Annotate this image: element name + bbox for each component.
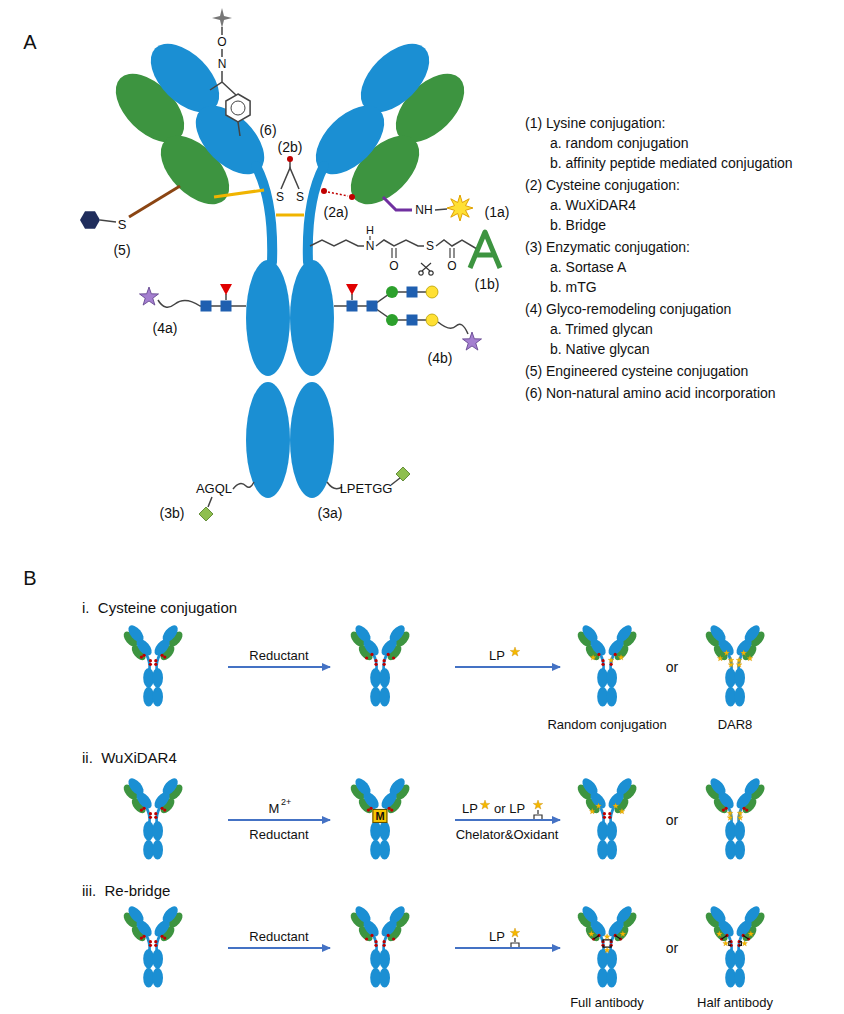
label-text: Full antibody (570, 996, 644, 1009)
callout-number: (5) (113, 243, 130, 257)
label-text: Half antibody (697, 996, 773, 1009)
label-text: NH (415, 204, 432, 216)
label-text: AGQL (196, 482, 232, 495)
label-text: S (426, 240, 434, 252)
label-text: S (296, 191, 304, 203)
label-text: O (389, 260, 398, 272)
callout-number: (1a) (485, 205, 510, 219)
label-text: iii. Re-bridge (82, 883, 170, 898)
legend-item: b. Native glycan (550, 342, 650, 356)
node-text: M (375, 810, 384, 822)
legend-item: (5) Engineered cysteine conjugation (525, 364, 748, 378)
reaction-scheme (121, 623, 767, 988)
callout-number: (2b) (278, 140, 303, 154)
label-text: LP (462, 802, 478, 815)
legend-item: (3) Enzymatic conjugation: (525, 240, 690, 254)
label-text: Reductant (249, 828, 308, 841)
legend-item: b. mTG (550, 280, 597, 294)
legend-item: (4) Glyco-remodeling conjugation (525, 302, 731, 316)
legend-item: b. Bridge (550, 218, 606, 232)
label-text: or (666, 941, 678, 955)
callout-number: (6) (259, 123, 276, 137)
label-text: DAR8 (718, 718, 753, 731)
legend-item: b. affinity peptide mediated conjugation (550, 156, 793, 170)
label-text: Reductant (249, 930, 308, 943)
legend-item: a. random conjugation (550, 136, 689, 150)
legend-item: (6) Non-natural amino acid incorporation (525, 386, 776, 400)
callout-number: (4b) (428, 351, 453, 365)
legend-item: a. Trimed glycan (550, 322, 653, 336)
legend-item: (1) Lysine conjugation: (525, 116, 665, 130)
label-text: S (276, 191, 284, 203)
callout-number: (2a) (324, 205, 349, 219)
label-text: i. Cysteine conjugation (82, 600, 237, 615)
antibody-large (80, 8, 500, 521)
legend-item: (2) Cysteine conjugation: (525, 178, 680, 192)
callout-number: (3b) (160, 506, 185, 520)
label-text: O (217, 36, 226, 48)
callout-number: (1b) (475, 277, 500, 291)
legend-item: a. WuXiDAR4 (550, 198, 636, 212)
label-text: or (666, 813, 678, 827)
label-text: 2+ (281, 798, 291, 807)
panel-letter: A (23, 32, 36, 52)
callout-number: (3a) (318, 506, 343, 520)
panel-letter: B (23, 568, 36, 588)
label-text: Reductant (249, 649, 308, 662)
label-text: Random conjugation (547, 718, 666, 731)
label-text: O (447, 260, 456, 272)
callout-number: (4a) (153, 321, 178, 335)
label-text: N (366, 240, 375, 252)
label-text: H (366, 225, 374, 236)
label-text: LP (489, 930, 505, 943)
label-text: N (218, 58, 227, 70)
label-text: or (666, 660, 678, 674)
metal-box: M (372, 809, 387, 823)
legend-item: a. Sortase A (550, 260, 626, 274)
label-text: LPETGG (340, 482, 393, 495)
label-text: Chelator&Oxidant (456, 828, 559, 841)
label-text: or LP (494, 802, 525, 815)
label-text: ii. WuXiDAR4 (82, 750, 177, 765)
label-text: M (269, 802, 280, 815)
label-text: LP (489, 649, 505, 662)
label-text: S (118, 218, 127, 231)
